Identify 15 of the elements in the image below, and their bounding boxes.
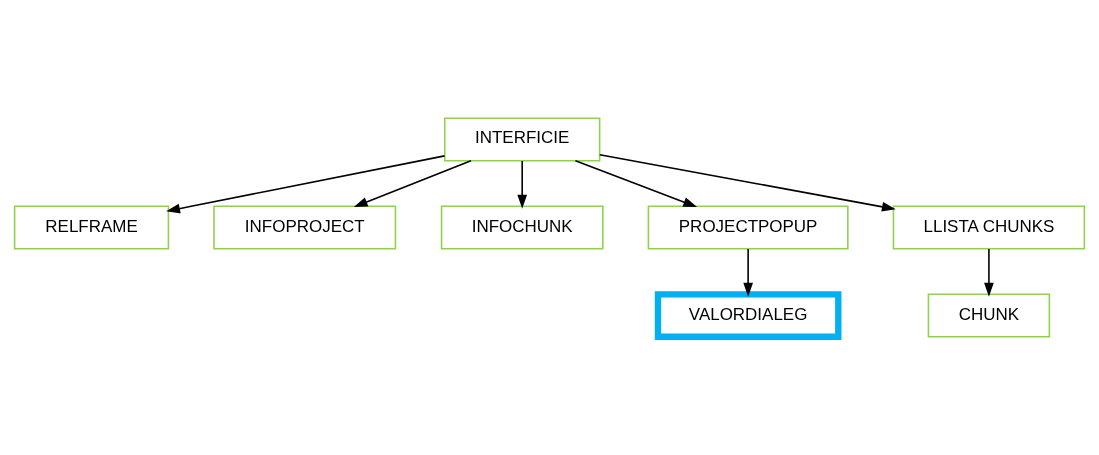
- node-box: VALORDIALEG: [654, 291, 842, 340]
- node-box: INFOCHUNK: [440, 205, 604, 250]
- node-box: CHUNK: [927, 293, 1051, 338]
- node-box: RELFRAME: [13, 205, 170, 250]
- node-box: INFOPROJECT: [213, 205, 397, 250]
- arrow: [166, 155, 446, 214]
- arrow: [517, 160, 528, 209]
- node-box: PROJECTPOPUP: [647, 205, 849, 250]
- arrow: [743, 248, 753, 297]
- arrow: [353, 159, 472, 208]
- arrow: [599, 154, 896, 212]
- node-box: LLISTA CHUNKS: [892, 205, 1086, 250]
- arrow: [574, 159, 698, 208]
- node-box: INTERFICIE: [443, 117, 601, 162]
- arrow: [984, 248, 994, 297]
